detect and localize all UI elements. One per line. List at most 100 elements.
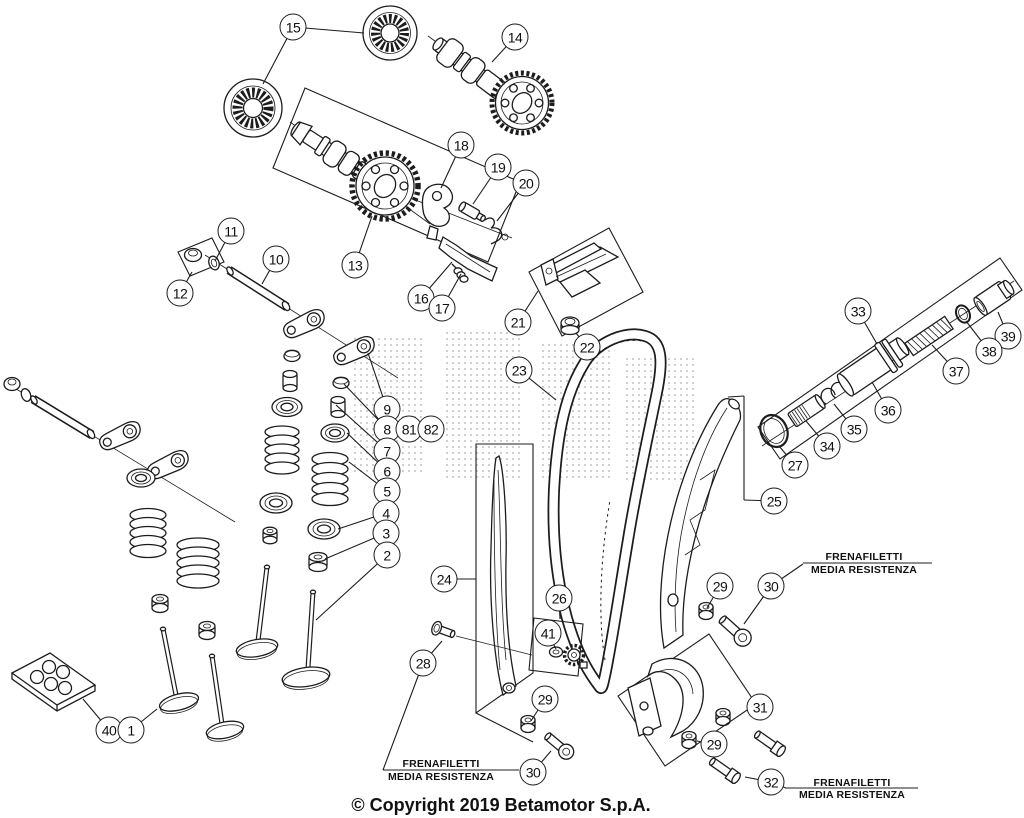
nut-29 [716,709,730,726]
callout-number: 38 [981,343,997,359]
decompressor-spring-wire [485,218,508,244]
shim-plate [12,653,95,711]
callout-number: 22 [579,339,595,355]
needle-bearing-upper [363,6,417,60]
needle-bearing-lower [224,79,282,137]
valve-spring [312,453,348,506]
tensioner-pad [565,646,588,669]
callout-30: 30 [519,758,547,786]
rubber-pad [561,317,579,335]
callout-number: 6 [383,463,391,479]
callout-36: 36 [874,396,902,424]
valve-spring [265,426,299,474]
shaft-end-plug [185,249,202,262]
callout-29: 29 [700,730,728,758]
callout-29: 29 [706,572,734,600]
bracket-line-rear-guide [728,396,744,500]
bolt-32 [752,728,787,757]
callout-number: 9 [383,401,391,417]
callout-23: 23 [505,356,533,384]
rocker-arm [97,418,144,454]
callout-number: 82 [423,421,439,437]
rocker-shaft-lower [29,395,96,440]
group-box-pad [529,618,583,676]
callout-82: 82 [417,415,445,443]
callout-32: 32 [757,768,785,796]
valve-cap [284,350,300,362]
washer-41 [550,647,563,657]
callout-35: 35 [840,415,868,443]
valve [281,590,331,692]
spring-seat [308,519,340,539]
group-box-tensioner [758,258,1022,459]
callout-number: 32 [763,774,779,790]
callout-number: 39 [1000,328,1016,344]
callout-number: 16 [413,290,429,306]
callout-number: 81 [401,421,417,437]
callout-number: 33 [850,303,866,319]
callout-number: 25 [766,493,782,509]
callout-number: 19 [490,159,506,175]
decompressor-lever-bar [439,237,497,281]
callout-number: 18 [453,137,469,153]
bolt-28 [430,620,532,655]
decompressor-weight [422,184,452,240]
callout-12: 12 [166,279,194,307]
bolt-32 [707,755,742,784]
valve-spring [130,509,166,558]
camshaft-intake [286,116,418,219]
callout-number: 36 [880,402,896,418]
callout-number: 29 [537,691,553,707]
callout-26: 26 [545,584,573,612]
end-cap-left [4,378,32,403]
callout-24: 24 [430,565,458,593]
tensioner-spring [905,316,953,355]
rocker-arm [145,447,192,483]
washer-11 [207,255,221,272]
valve [235,565,279,662]
callout-number: 29 [712,578,728,594]
callout-number: 37 [948,363,964,379]
threadlocker-note: FRENAFILETTI [813,777,891,789]
callout-number: 27 [787,457,803,473]
callout-number: 34 [819,438,835,454]
callout-number: 40 [101,722,117,738]
callout-20: 20 [512,169,540,197]
callout-number: 30 [763,578,779,594]
callout-number: 3 [382,525,390,541]
group-box-top-guide [529,228,643,336]
callout-number: 23 [511,362,527,378]
callout-number: 26 [551,590,567,606]
spring-seat [260,493,292,513]
bolt-30 [715,612,754,650]
callout-22: 22 [573,333,601,361]
nut-29 [682,732,696,749]
camshaft-exhaust [427,31,552,133]
callout-13: 13 [341,251,369,279]
callout-34: 34 [813,432,841,460]
spring-retainer [321,424,349,442]
callout-number: 8 [383,421,391,437]
callout-number: 28 [415,655,431,671]
valve-bucket [283,371,297,392]
callout-38: 38 [975,337,1003,365]
callout-19: 19 [484,153,512,181]
callout-18: 18 [447,131,475,159]
callout-number: 7 [383,443,391,459]
chain-guide-top [541,243,618,297]
cam-chain-bracket [628,658,703,737]
callout-1: 1 [117,716,145,744]
threadlocker-note: MEDIA RESISTENZA [387,771,495,783]
group-box-front-guide [476,444,533,742]
callout-number: 14 [507,29,523,45]
rocker-arm [331,333,378,369]
valve-stem-seal [199,622,215,640]
callout-number: 10 [268,251,284,267]
callout-11: 11 [217,217,245,245]
valve-stem-seal [309,553,327,572]
threadlocker-note: FRENAFILETTI [825,551,903,563]
spring-seat [127,469,155,487]
callout-number: 20 [518,175,534,191]
rocker-shaft-upper [225,266,291,312]
